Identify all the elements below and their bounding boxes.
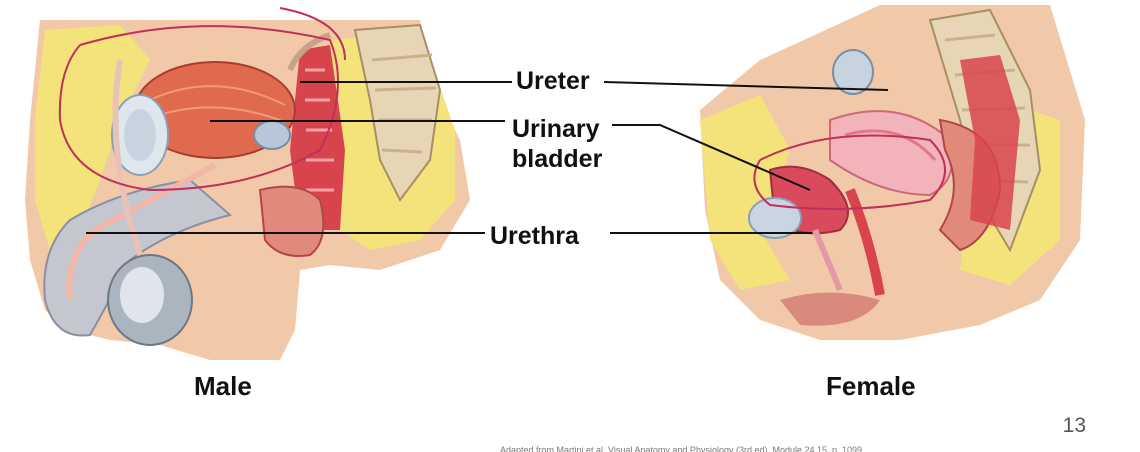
- male-caption: Male: [194, 371, 252, 401]
- urinary-bladder-label: Urinary bladder: [512, 114, 622, 174]
- leader-lines: [86, 81, 889, 234]
- female-vagina: [845, 188, 885, 296]
- urinary-bladder-label-line2: bladder: [512, 145, 603, 173]
- leader-ureter-female: [603, 81, 889, 91]
- male-muscle: [290, 45, 345, 230]
- leader-bladder-female: [612, 124, 811, 191]
- urinary-bladder-label-line1: Urinary: [512, 115, 600, 143]
- page-number: 13: [1062, 414, 1086, 437]
- female-caption: Female: [826, 371, 916, 401]
- male-sacrum: [353, 23, 442, 202]
- female-ovary: [832, 49, 874, 95]
- urethra-label: Urethra: [490, 222, 579, 250]
- female-pubic-bone: [748, 197, 802, 239]
- male-ureter: [287, 32, 332, 72]
- female-urethra: [812, 228, 843, 292]
- male-anatomy-figure: [25, 7, 470, 360]
- female-annotation-circle: [753, 134, 946, 210]
- male-penis: [43, 178, 233, 337]
- female-anatomy-figure: [700, 5, 1085, 340]
- female-muscle: [960, 55, 1020, 230]
- source-credit: Adapted from Martini et al. Visual Anato…: [500, 445, 863, 452]
- male-annotation-circle: [58, 25, 339, 192]
- male-urethra: [66, 162, 217, 301]
- female-fat: [700, 95, 790, 290]
- male-rectum: [258, 185, 325, 257]
- ureter-label: Ureter: [516, 67, 590, 95]
